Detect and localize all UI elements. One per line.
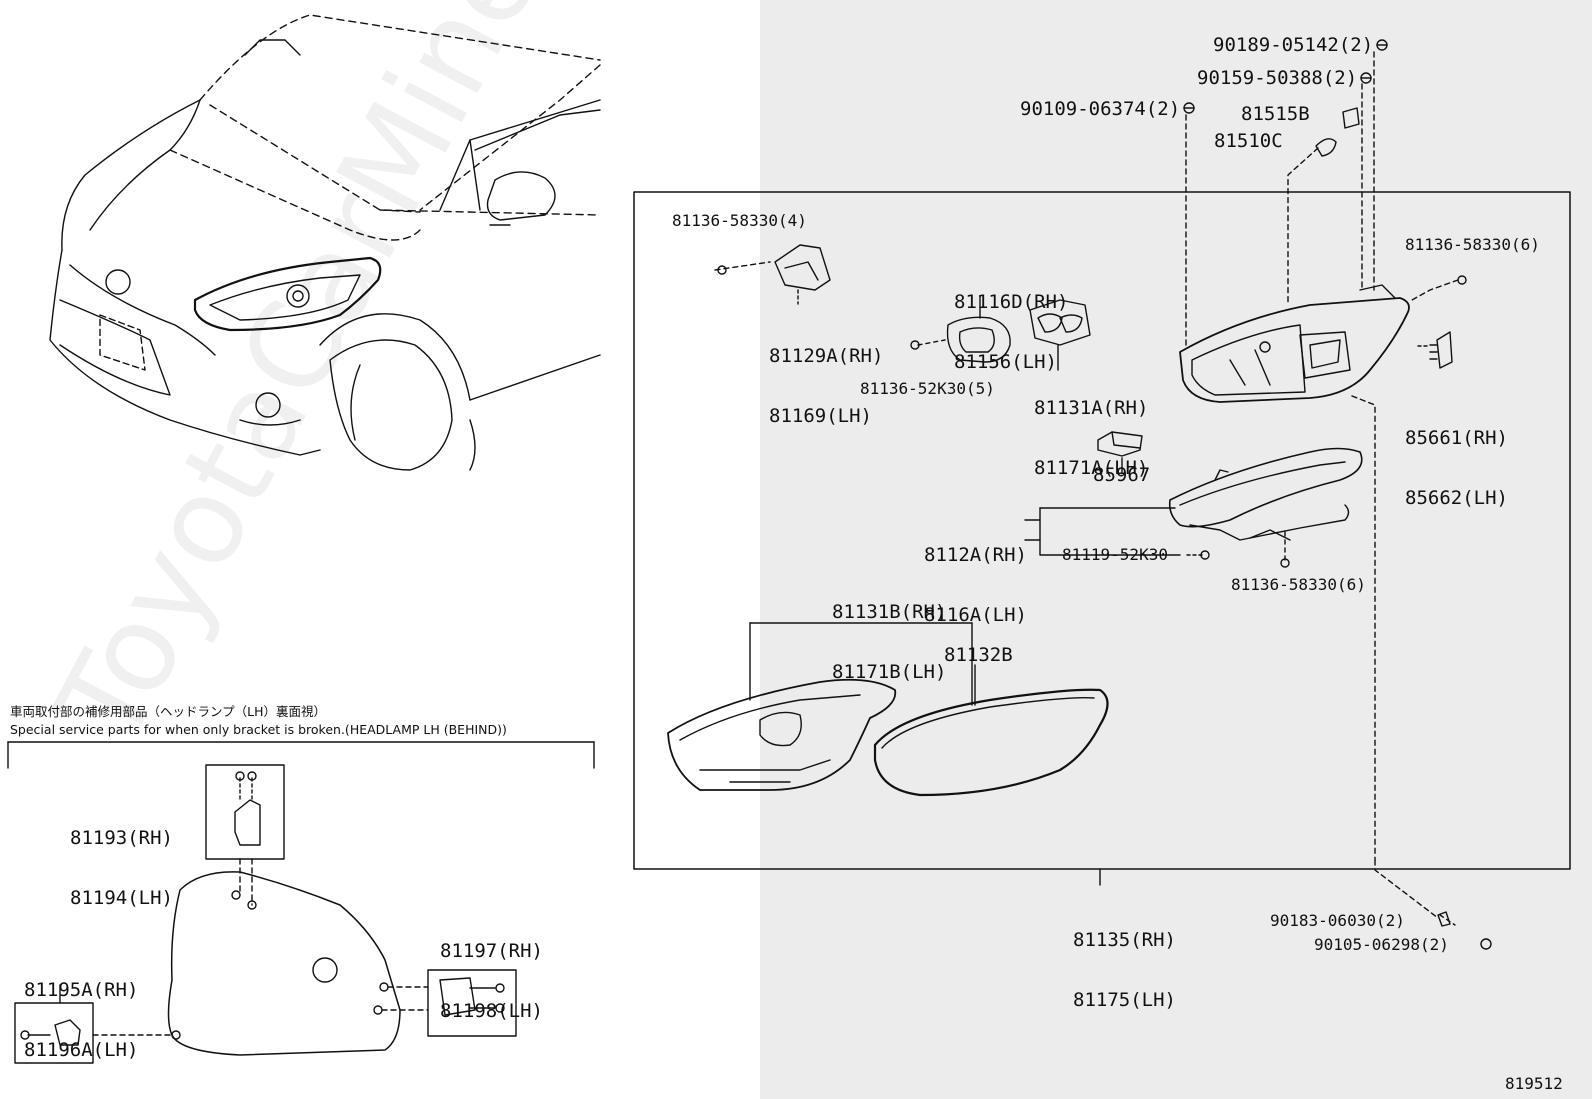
note-english: Special service parts for when only brac…	[10, 722, 507, 737]
label-8112a: 8112A(RH)	[924, 544, 1027, 566]
label-81156: 81156(LH)	[954, 351, 1057, 373]
bezel-81116	[911, 296, 1010, 362]
assembly-frame	[634, 192, 1570, 869]
inset-service-parts	[8, 742, 594, 1063]
label-85661-85662: 85661(RH) 85662(LH)	[1405, 388, 1508, 528]
bottom-right-fasteners	[1375, 860, 1491, 949]
bracket-81129	[715, 245, 830, 304]
diagram-number: 819512	[1505, 1074, 1563, 1093]
car-front-illustration	[50, 15, 600, 470]
label-81195a: 81195A(RH)	[24, 979, 139, 1001]
label-8116a: 8116A(LH)	[924, 604, 1027, 626]
label-81171b: 81171B(LH)	[832, 661, 947, 683]
gasket-81132b	[875, 665, 1108, 795]
label-90159: 90159-50388(2)	[1197, 67, 1358, 89]
label-81193: 81193(RH)	[70, 827, 173, 849]
label-85967: 85967	[1093, 464, 1151, 486]
label-81197-81198: 81197(RH) 81198(LH)	[440, 901, 543, 1041]
label-81198: 81198(LH)	[440, 1000, 543, 1022]
shaded-background-panel	[760, 0, 1592, 1099]
label-81131a-81171a: 81131A(RH) 81171A(LH)	[1034, 358, 1148, 498]
label-81171a: 81171A(LH)	[1034, 457, 1149, 479]
module-81131	[1030, 300, 1090, 370]
label-81197: 81197(RH)	[440, 940, 543, 962]
label-81169: 81169(LH)	[769, 405, 872, 427]
label-8112a-8116a: 8112A(RH) 8116A(LH)	[924, 505, 1027, 645]
label-81129a-81169: 81129A(RH) 81169(LH)	[769, 306, 883, 446]
connector-85967	[1098, 432, 1142, 472]
note-japanese: 車両取付部の補修用部品（ヘッドランプ（LH）裏面視）	[10, 704, 326, 719]
label-81175: 81175(LH)	[1073, 989, 1176, 1011]
label-81136-58330-6-bottom: 81136-58330(6)	[1231, 575, 1366, 594]
label-81136-58330-4: 81136-58330(4)	[672, 211, 807, 230]
label-81119-52k30: 81119-52K30	[1062, 545, 1168, 564]
right-screw-and-socket	[1412, 276, 1466, 368]
label-81131b-81171b: 81131B(RH) 81171B(LH)	[832, 562, 946, 702]
label-81195a-81196a: 81195A(RH) 81196A(LH)	[24, 940, 138, 1080]
label-81131b: 81131B(RH)	[832, 601, 947, 623]
label-81131a: 81131A(RH)	[1034, 397, 1149, 419]
label-81510c: 81510C	[1214, 130, 1283, 152]
label-81136-52k30: 81136-52K30(5)	[860, 379, 995, 398]
label-90109: 90109-06374(2)	[1020, 98, 1181, 120]
label-81194: 81194(LH)	[70, 887, 173, 909]
label-81515b: 81515B	[1241, 103, 1310, 125]
label-90183: 90183-06030(2)	[1270, 911, 1405, 930]
label-81135-81175: 81135(RH) 81175(LH)	[1073, 890, 1176, 1030]
reflector-8112	[1025, 449, 1362, 568]
top-fasteners	[1184, 40, 1387, 345]
label-85661: 85661(RH)	[1405, 427, 1508, 449]
label-81136-58330-6-top: 81136-58330(6)	[1405, 235, 1540, 254]
headlamp-housing	[1180, 285, 1409, 860]
label-81196a: 81196A(LH)	[24, 1039, 139, 1061]
label-81135: 81135(RH)	[1073, 929, 1176, 951]
label-81193-81194: 81193(RH) 81194(LH)	[70, 788, 173, 928]
label-81116d: 81116D(RH)	[954, 291, 1069, 313]
label-85662: 85662(LH)	[1405, 487, 1508, 509]
label-81129a: 81129A(RH)	[769, 345, 884, 367]
label-81132b: 81132B	[944, 644, 1013, 666]
label-90105: 90105-06298(2)	[1314, 935, 1449, 954]
label-81116d-81156: 81116D(RH) 81156(LH)	[954, 252, 1068, 392]
label-90189: 90189-05142(2)	[1213, 34, 1374, 56]
lens-unit-81131b	[668, 623, 972, 790]
